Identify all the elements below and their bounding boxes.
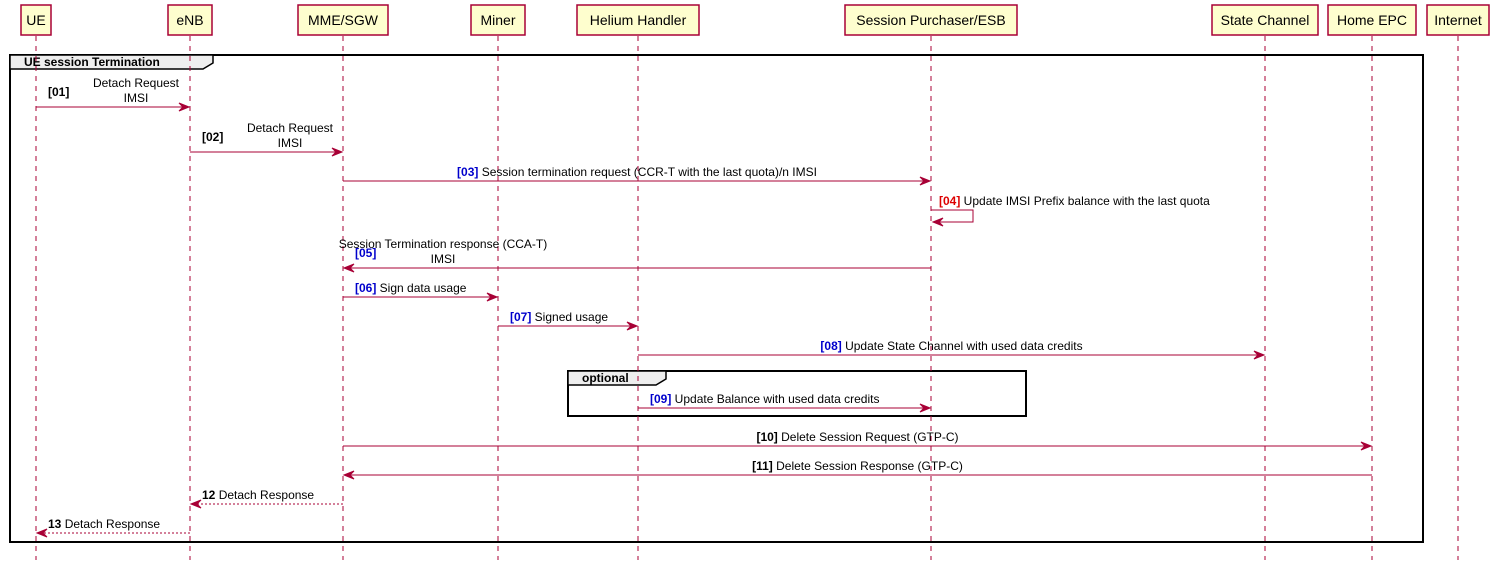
message-8: [08] Update State Channel with used data… <box>638 339 1266 360</box>
message-label: [11] Delete Session Response (GTP-C) <box>752 459 963 473</box>
message-5: [05]Session Termination response (CCA-T)… <box>339 237 931 273</box>
participant-label: Internet <box>1434 12 1482 28</box>
participant-box <box>167 4 213 36</box>
participant-label: eNB <box>176 12 203 28</box>
participant-label: MME/SGW <box>308 12 379 28</box>
arrow-head-icon <box>1360 441 1373 451</box>
arrow-head-icon <box>178 102 191 112</box>
message-number: [01] <box>48 85 69 99</box>
message-label: [03] Session termination request (CCR-T … <box>457 165 817 179</box>
message-12: 12 Detach Response <box>189 488 343 509</box>
arrow-head-icon <box>919 403 932 413</box>
arrow-head-icon <box>486 292 499 302</box>
participant-box <box>844 4 1018 36</box>
participant-mme: MME/SGW <box>297 4 389 36</box>
message-6: [06] Sign data usage <box>343 281 499 302</box>
participant-box <box>20 4 52 36</box>
message-10: [10] Delete Session Request (GTP-C) <box>343 430 1373 451</box>
participant-label: Session Purchaser/ESB <box>856 12 1005 28</box>
arrow-head-icon <box>189 499 202 509</box>
message-label: 13 Detach Response <box>48 517 160 531</box>
message-label: Detach Request <box>93 76 180 90</box>
groups-layer: UE session Termination optional <box>9 54 1424 543</box>
group-tab <box>567 370 667 386</box>
arrow-head-icon <box>35 528 48 538</box>
message-label: [04] Update IMSI Prefix balance with the… <box>939 194 1210 208</box>
participant-helium: Helium Handler <box>576 4 700 36</box>
message-7: [07] Signed usage <box>498 310 639 331</box>
arrow-head-icon <box>931 217 944 227</box>
message-label: [07] Signed usage <box>510 310 608 324</box>
arrow-head-icon <box>342 470 355 480</box>
participant-label: Helium Handler <box>590 12 687 28</box>
message-label-line2: IMSI <box>431 252 456 266</box>
group-tab <box>9 54 214 70</box>
message-label-line2: IMSI <box>124 91 149 105</box>
message-label: [10] Delete Session Request (GTP-C) <box>756 430 958 444</box>
message-label: Detach Request <box>247 121 334 135</box>
participant-state: State Channel <box>1211 4 1319 36</box>
message-label: Session Termination response (CCA-T) <box>339 237 548 251</box>
message-label: [06] Sign data usage <box>355 281 467 295</box>
arrow-head-icon <box>342 263 355 273</box>
message-number: [05] <box>355 246 376 260</box>
message-line <box>931 209 974 223</box>
participant-esb: Session Purchaser/ESB <box>844 4 1018 36</box>
participant-box <box>1426 4 1490 36</box>
group-frame <box>9 54 1424 543</box>
participant-label: Miner <box>480 12 515 28</box>
participant-box <box>1211 4 1319 36</box>
participant-epc: Home EPC <box>1327 4 1417 36</box>
participant-box <box>576 4 700 36</box>
message-label: 12 Detach Response <box>202 488 314 502</box>
group-optional: optional <box>567 370 1027 417</box>
group-ue-session-termination: UE session Termination <box>9 54 1424 543</box>
arrow-head-icon <box>331 147 344 157</box>
participants-layer: UE eNB MME/SGW Miner Helium Handler Session P… <box>20 4 1490 36</box>
group-frame <box>567 370 1027 417</box>
group-title: optional <box>582 371 629 385</box>
group-title: UE session Termination <box>24 55 160 69</box>
participant-ue: UE <box>20 4 52 36</box>
arrow-head-icon <box>1253 350 1266 360</box>
message-label: [08] Update State Channel with used data… <box>820 339 1082 353</box>
participant-enb: eNB <box>167 4 213 36</box>
arrow-head-icon <box>919 176 932 186</box>
participant-box <box>1327 4 1417 36</box>
participant-label: UE <box>26 12 45 28</box>
message-9: [09] Update Balance with used data credi… <box>638 392 932 413</box>
message-number: [02] <box>202 130 223 144</box>
participant-label: State Channel <box>1221 12 1310 28</box>
participant-miner: Miner <box>470 4 526 36</box>
message-11: [11] Delete Session Response (GTP-C) <box>342 459 1372 480</box>
participant-box <box>470 4 526 36</box>
arrow-head-icon <box>626 321 639 331</box>
participant-box <box>297 4 389 36</box>
participant-internet: Internet <box>1426 4 1490 36</box>
message-13: 13 Detach Response <box>35 517 190 538</box>
lifelines-layer <box>35 36 1459 560</box>
message-3: [03] Session termination request (CCR-T … <box>343 165 932 186</box>
message-4: [04] Update IMSI Prefix balance with the… <box>931 194 1210 227</box>
message-label: [09] Update Balance with used data credi… <box>650 392 879 406</box>
participant-label: Home EPC <box>1337 12 1407 28</box>
message-label-line2: IMSI <box>278 136 303 150</box>
